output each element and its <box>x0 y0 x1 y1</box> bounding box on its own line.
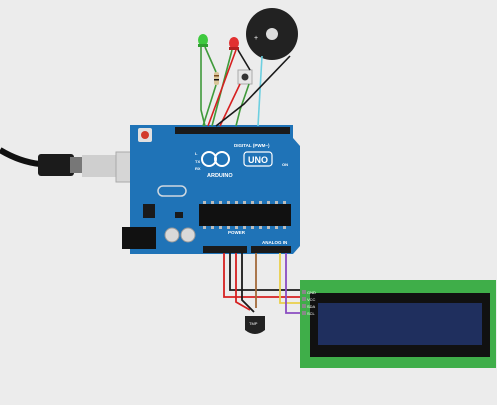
arduino-board[interactable]: ARDUINO UNO DIGITAL (PWM~) L TX RX ON PO… <box>122 125 300 254</box>
dc-jack <box>122 227 156 249</box>
digital-header-label: DIGITAL (PWM~) <box>234 143 270 148</box>
digital-header <box>175 127 290 134</box>
lcd-pin-vcc: VCC <box>307 297 316 302</box>
usb-cable <box>0 147 147 183</box>
power-header <box>203 246 247 253</box>
regulator <box>143 204 155 218</box>
analog-header <box>251 246 291 253</box>
sensor-label: TMP <box>249 321 258 326</box>
arduino-model: UNO <box>248 155 268 165</box>
reset-button-cap <box>141 131 149 139</box>
lcd-pins <box>302 290 306 315</box>
piezo-buzzer[interactable]: + <box>246 8 298 60</box>
capacitor-2 <box>180 227 196 243</box>
on-label: ON <box>282 162 288 167</box>
label-tx: TX <box>195 159 200 164</box>
power-header-label: POWER <box>228 230 246 235</box>
microcontroller-chip <box>199 204 291 226</box>
led-green[interactable] <box>198 34 208 47</box>
push-button[interactable] <box>237 69 253 85</box>
arduino-brand: ARDUINO <box>207 173 233 179</box>
resistor <box>214 72 219 85</box>
lcd-pin-gnd: GND <box>307 290 316 295</box>
top-wires <box>200 46 291 127</box>
temperature-sensor[interactable]: TMP <box>245 316 265 334</box>
capacitor-1 <box>164 227 180 243</box>
arduino-logo-icon <box>201 151 230 167</box>
crystal <box>157 185 187 197</box>
lcd-pin-sda: SDA <box>307 304 316 309</box>
bottom-wires <box>223 253 300 314</box>
label-l: L <box>195 151 198 156</box>
lcd-pin-scl: SCL <box>307 311 316 316</box>
buzzer-plus: + <box>254 35 258 42</box>
chip-pins <box>203 201 286 229</box>
buzzer-center <box>266 28 278 40</box>
led-red[interactable] <box>229 37 239 50</box>
lcd-screen <box>318 303 482 345</box>
analog-header-label: ANALOG IN <box>262 240 287 245</box>
small-chip <box>175 212 183 218</box>
label-rx: RX <box>195 166 201 171</box>
uno-badge <box>243 151 273 167</box>
lcd-module[interactable]: GND VCC SDA SCL <box>300 280 496 368</box>
